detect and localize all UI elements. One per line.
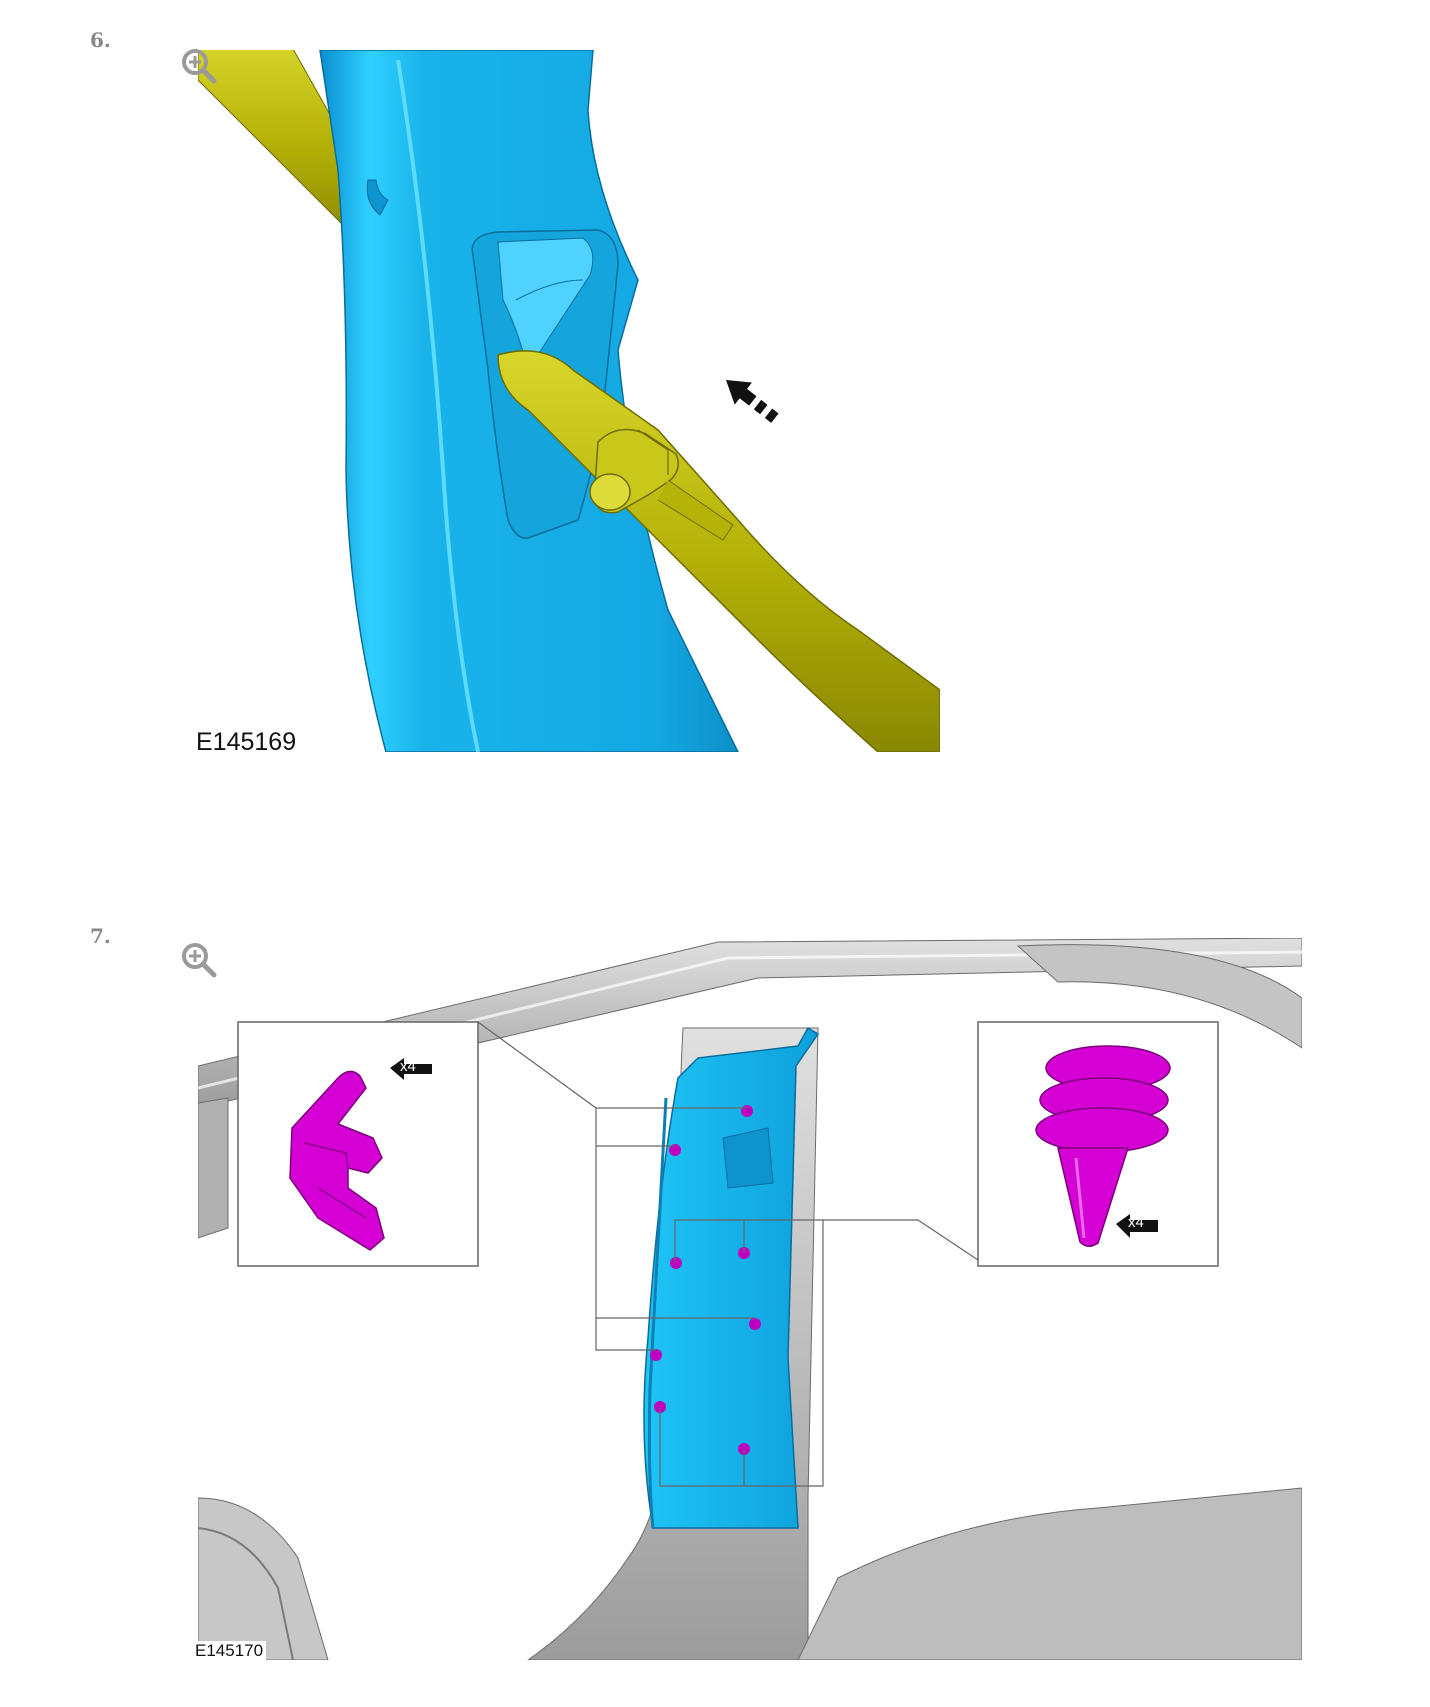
figure-code: E145169 [196, 728, 297, 757]
b-pillar-seatbelt-drawing [198, 50, 940, 752]
quantity-label: x4 [400, 1058, 416, 1075]
removal-direction-arrow [726, 380, 779, 423]
figure-code: E145170 [192, 1641, 267, 1661]
callout-retainer-clip [237, 1021, 479, 1267]
step-6-illustration [198, 50, 940, 752]
zoom-in-icon[interactable] [181, 942, 217, 978]
b-pillar-body-drawing [198, 938, 1302, 1660]
quantity-label: x4 [1128, 1214, 1144, 1231]
step-number: 7. [90, 924, 111, 948]
seat-belt-stopper-clip [589, 428, 734, 541]
callout-push-pin-clip [977, 1021, 1219, 1267]
step-number: 6. [90, 28, 111, 52]
rocker-sill [797, 1487, 1302, 1660]
front-door-frame [198, 1097, 229, 1239]
zoom-in-icon[interactable] [181, 48, 217, 84]
step-7-illustration [198, 938, 1302, 1660]
callout-leaders [477, 1021, 979, 1487]
